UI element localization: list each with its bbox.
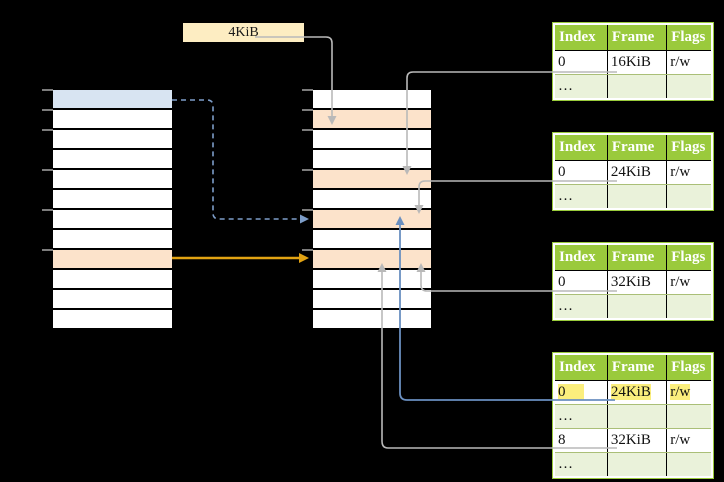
ellipsis-row: … bbox=[555, 293, 711, 318]
column-header-frame: Frame bbox=[606, 25, 668, 51]
cell-flags bbox=[666, 293, 711, 318]
cell-frame: 24KiB bbox=[606, 379, 668, 405]
memory-row bbox=[53, 310, 172, 328]
arrow-virtual0-to-frame6-dashed bbox=[172, 99, 309, 224]
cell-flags: r/w bbox=[666, 159, 711, 185]
memory-row bbox=[53, 210, 172, 230]
column-header-index: Index bbox=[555, 25, 608, 51]
memory-row bbox=[53, 110, 172, 130]
memory-row bbox=[53, 130, 172, 150]
cell-index: 8 bbox=[555, 427, 608, 453]
highlighted-value: 0 bbox=[558, 383, 584, 400]
cell-index: 0 bbox=[555, 269, 608, 295]
memory-row bbox=[313, 90, 431, 110]
cell-flags: r/w bbox=[666, 49, 711, 75]
memory-row-blue bbox=[53, 90, 172, 110]
memory-row bbox=[313, 150, 431, 170]
cell-frame: 32KiB bbox=[606, 427, 668, 453]
page-size-label: 4KiB bbox=[228, 24, 259, 40]
memory-row bbox=[313, 190, 431, 210]
cell-index: 0 bbox=[555, 379, 608, 405]
cell-index: … bbox=[555, 183, 608, 208]
virtual-memory-table bbox=[51, 88, 174, 330]
cell-index: … bbox=[555, 293, 608, 318]
ellipsis-row: … bbox=[555, 451, 711, 476]
memory-row-orange bbox=[313, 250, 431, 270]
cell-index: … bbox=[555, 73, 608, 98]
cell-flags: r/w bbox=[666, 269, 711, 295]
memory-row bbox=[53, 230, 172, 250]
memory-row bbox=[313, 130, 431, 150]
column-header-index: Index bbox=[555, 135, 608, 161]
memory-row bbox=[53, 290, 172, 310]
memory-row-orange bbox=[313, 110, 431, 130]
table-row: 0 24KiB r/w bbox=[555, 379, 711, 405]
cell-frame bbox=[606, 293, 668, 318]
cell-index: … bbox=[555, 451, 608, 476]
cell-frame: 32KiB bbox=[606, 269, 668, 295]
cell-flags bbox=[666, 403, 711, 429]
column-header-flags: Flags bbox=[666, 355, 711, 381]
memory-row bbox=[53, 170, 172, 190]
memory-row bbox=[53, 190, 172, 210]
column-header-flags: Flags bbox=[666, 135, 711, 161]
cell-flags bbox=[666, 73, 711, 98]
column-header-flags: Flags bbox=[666, 245, 711, 271]
memory-row-orange bbox=[53, 250, 172, 270]
highlighted-value: r/w bbox=[670, 383, 691, 400]
ellipsis-row: … bbox=[555, 403, 711, 429]
cell-index: … bbox=[555, 403, 608, 429]
memory-row bbox=[313, 230, 431, 250]
cell-frame bbox=[606, 403, 668, 429]
cell-flags bbox=[666, 183, 711, 208]
memory-row bbox=[53, 150, 172, 170]
cell-index: 0 bbox=[555, 159, 608, 185]
column-header-frame: Frame bbox=[606, 135, 668, 161]
cell-flags: r/w bbox=[666, 427, 711, 453]
cell-frame bbox=[606, 451, 668, 476]
cell-frame: 24KiB bbox=[606, 159, 668, 185]
column-header-index: Index bbox=[555, 245, 608, 271]
page-size-box: 4KiB bbox=[183, 23, 304, 42]
column-header-flags: Flags bbox=[666, 25, 711, 51]
ellipsis-row: … bbox=[555, 73, 711, 98]
highlighted-value: 24KiB bbox=[610, 383, 651, 400]
cell-frame bbox=[606, 183, 668, 208]
memory-row bbox=[53, 270, 172, 290]
memory-row bbox=[313, 290, 431, 310]
memory-row-orange bbox=[313, 170, 431, 190]
column-header-frame: Frame bbox=[606, 245, 668, 271]
memory-row bbox=[313, 270, 431, 290]
ellipsis-row: … bbox=[555, 183, 711, 208]
cell-index: 0 bbox=[555, 49, 608, 75]
cell-flags: r/w bbox=[666, 379, 711, 405]
column-header-index: Index bbox=[555, 355, 608, 381]
cell-flags bbox=[666, 451, 711, 476]
column-header-frame: Frame bbox=[606, 355, 668, 381]
cell-frame bbox=[606, 73, 668, 98]
cell-frame: 16KiB bbox=[606, 49, 668, 75]
physical-memory-table bbox=[311, 88, 433, 330]
memory-row-orange bbox=[313, 210, 431, 230]
memory-row bbox=[313, 310, 431, 328]
